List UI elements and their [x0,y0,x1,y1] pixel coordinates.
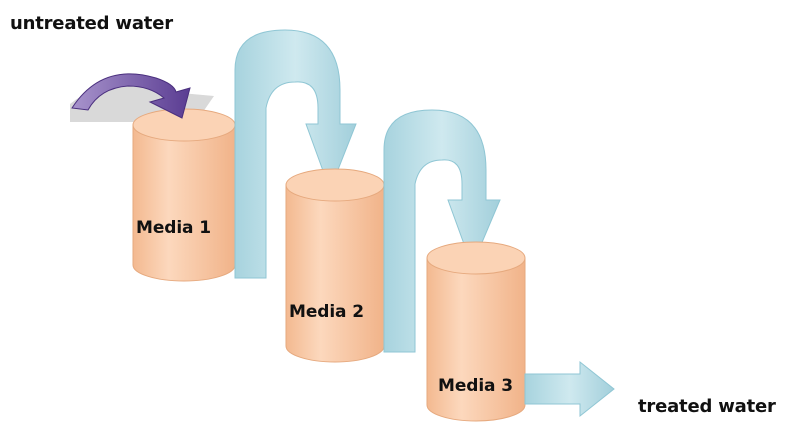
input-label: untreated water [10,13,173,34]
inlet-arrow-icon [71,73,191,119]
output-label: treated water [638,396,776,417]
media-3-label: Media 3 [438,376,513,396]
media-1-label: Media 1 [136,218,211,238]
transfer-arrow-1 [234,29,357,279]
media-2-label: Media 2 [289,302,364,322]
media-1-cylinder [132,108,236,282]
transfer-arrow-2 [383,109,501,353]
outlet-arrow-icon [524,360,615,418]
media-3-cylinder [426,241,526,422]
media-2-cylinder [285,168,385,363]
